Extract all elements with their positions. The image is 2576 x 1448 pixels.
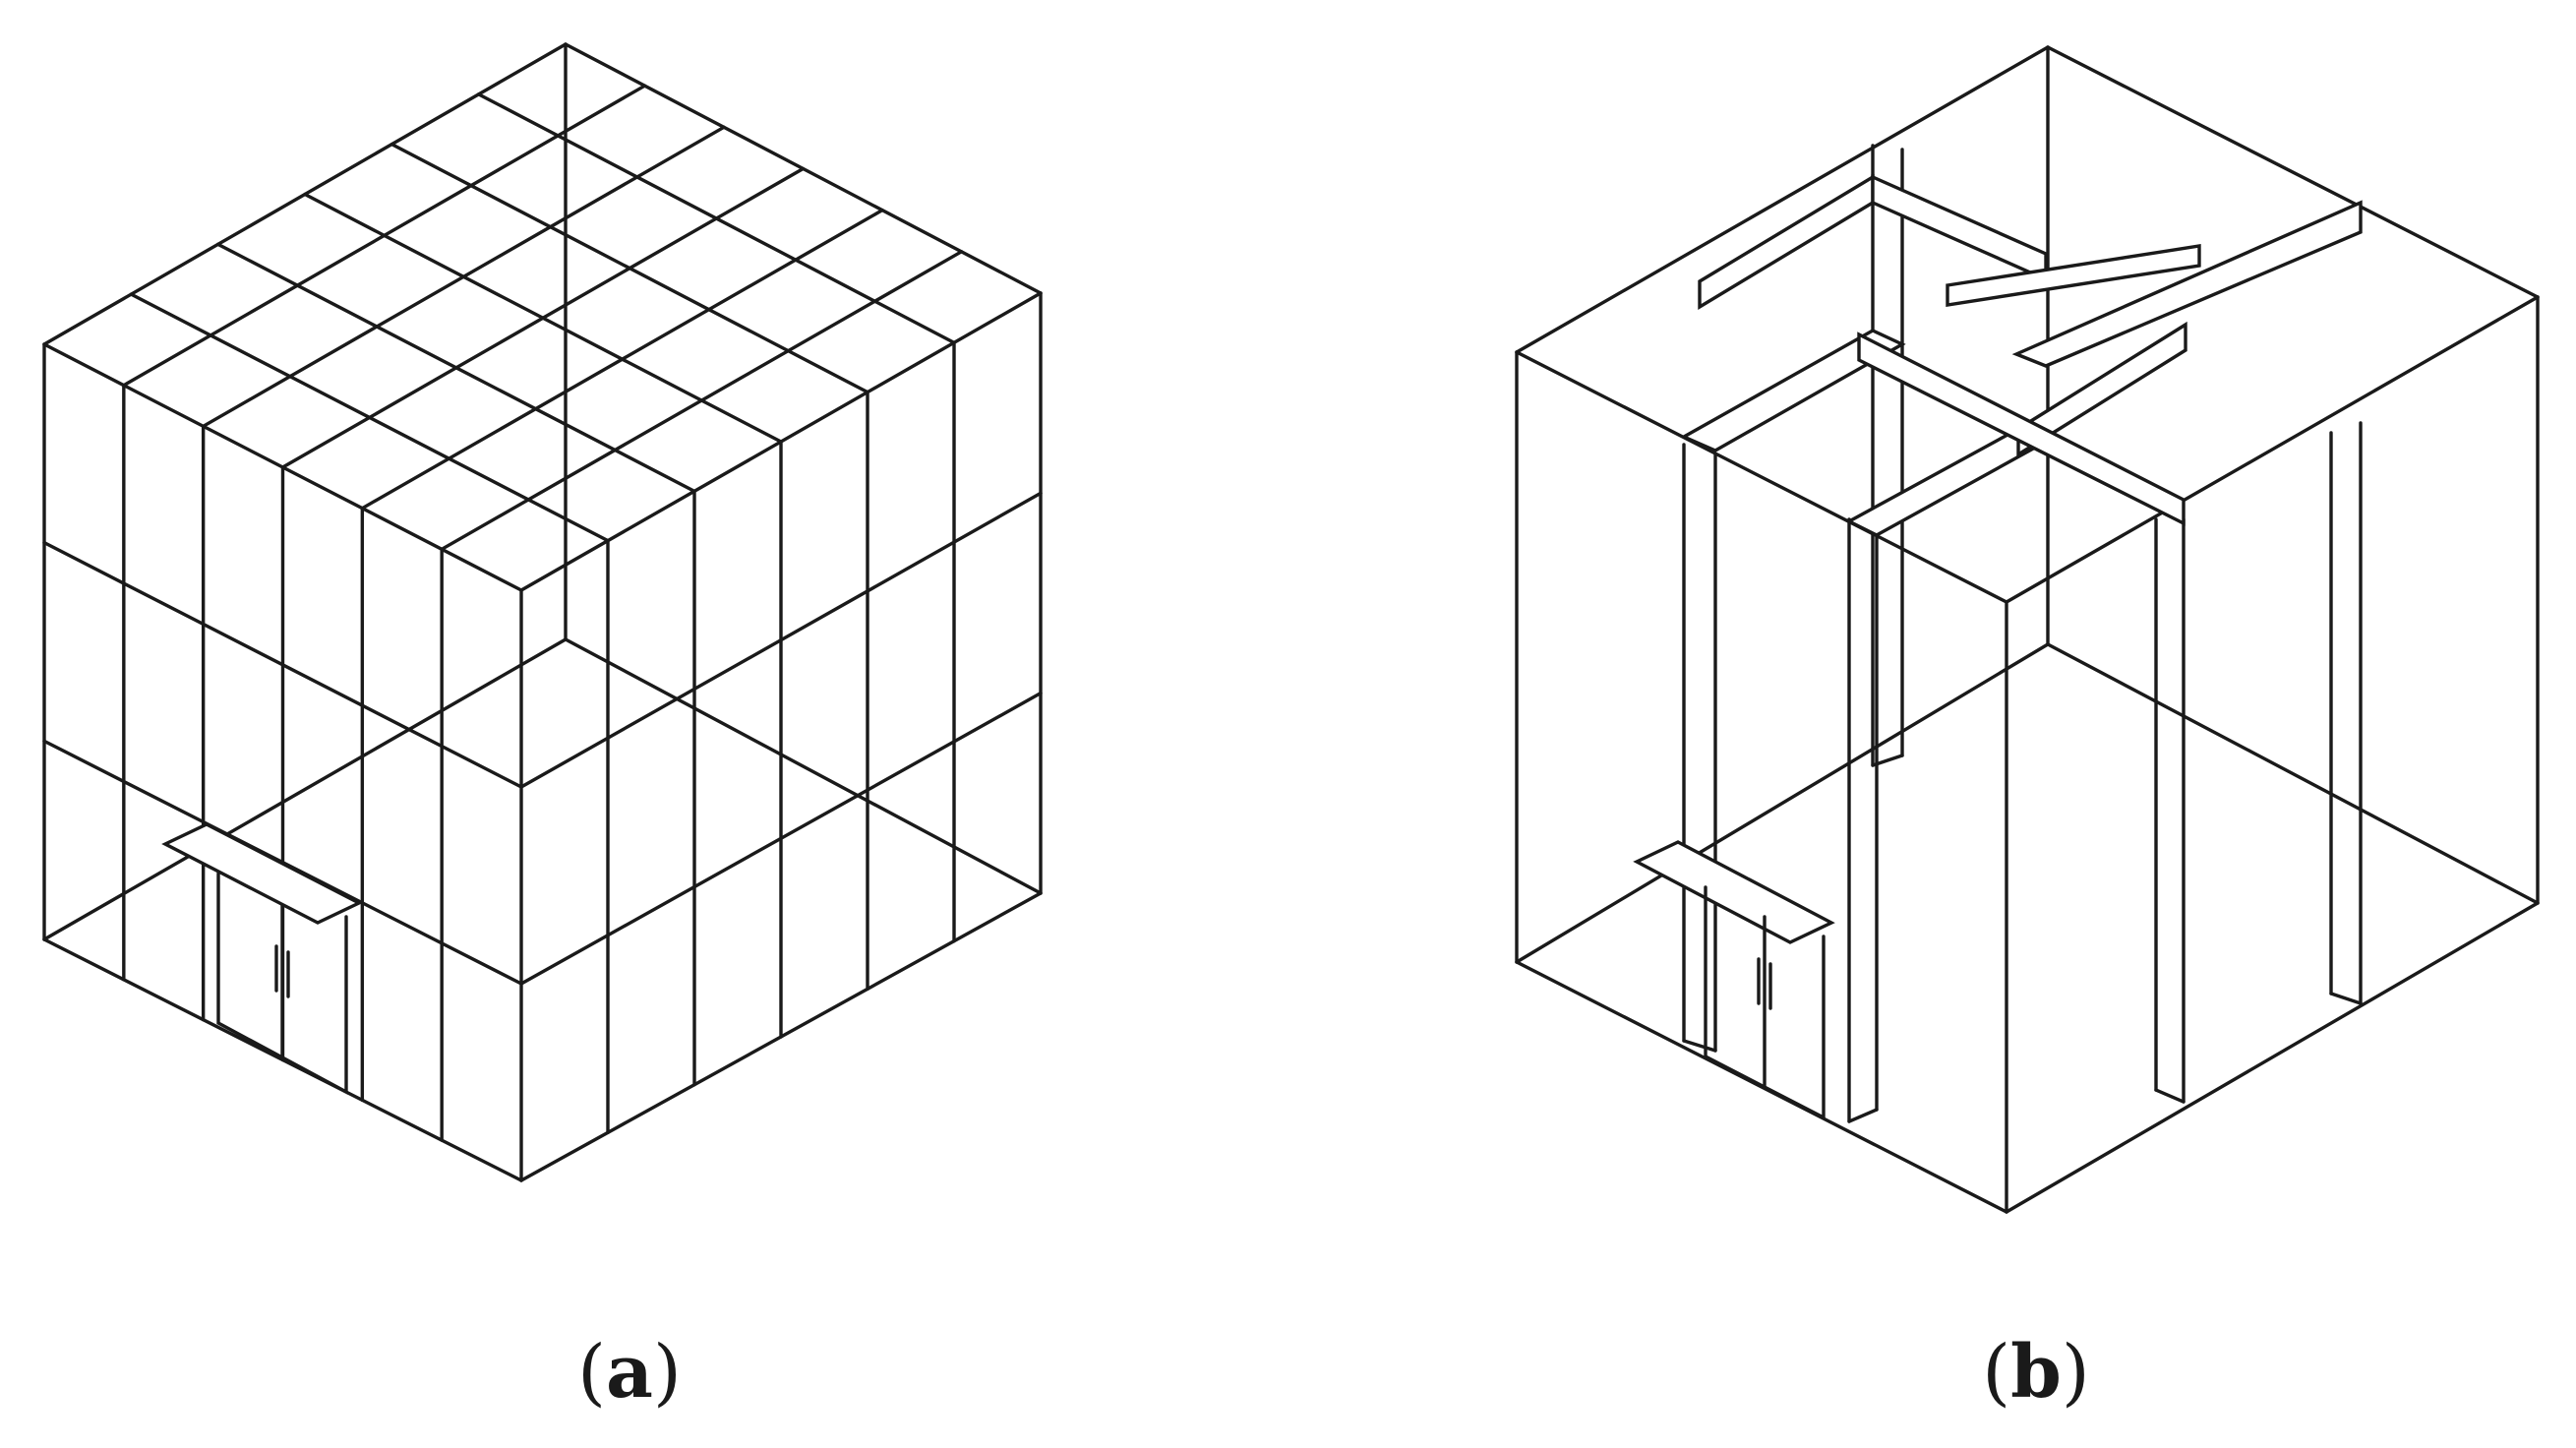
panel-a-roof-grid-line: [440, 250, 964, 552]
panel-a-facade-grid: [42, 84, 1043, 1142]
panel-b-column-front-right: [2154, 517, 2186, 1104]
panel-b-caption: (b): [1982, 1330, 2090, 1415]
panel-b-entrance: [1633, 840, 1835, 1120]
panel-a-caption: (a): [577, 1330, 682, 1415]
panel-b-column-front-left: [1847, 517, 1879, 1123]
panel-a-canopy: [161, 822, 363, 925]
panel-b-canopy: [1633, 840, 1835, 944]
panel-b-beam-front-left: [1845, 427, 2048, 537]
panel-b-beam-left: [1680, 329, 1906, 452]
panel-b-inner-edge: [1515, 642, 2050, 964]
panel-b-beam-back-right: [1871, 174, 2048, 282]
panel-b-box-edge: [1515, 45, 2050, 354]
panel-b-box-edge: [2005, 295, 2540, 604]
panel-a-hidden-edge: [564, 637, 1043, 895]
panel-b-beam-center-cross: [1946, 244, 2201, 307]
panel-b-beam-right: [2011, 200, 2363, 368]
panel-b-box-edge: [1515, 350, 2008, 604]
panel-b-column-left: [1682, 443, 1717, 1053]
panel-b-steel-frame-structure: [1515, 45, 2540, 1214]
panel-b-box-edge: [2005, 901, 2540, 1214]
panel-b-box-outline: [1515, 45, 2540, 1214]
panel-a-entrance: [161, 822, 363, 1095]
panel-b-beams: [1680, 173, 2363, 537]
panel-b-column-right: [2329, 421, 2363, 1005]
panel-a-transom: [42, 540, 523, 789]
panel-b-inner-edge: [2046, 642, 2540, 905]
panel-b-caption-letter: b: [2010, 1330, 2062, 1415]
panel-a-transom: [519, 691, 1043, 986]
panel-b-box-edge: [2046, 45, 2540, 299]
panel-a-curtain-wall-building: [42, 42, 1043, 1182]
panel-a-caption-letter: a: [606, 1330, 653, 1415]
panel-a-box-outline: [42, 42, 1043, 1182]
panel-b-beam-center-diagonal: [1857, 332, 2186, 526]
panel-a-hidden-edge: [42, 637, 568, 941]
panel-a-transom: [519, 491, 1043, 789]
panel-b-beam-front-right: [2016, 321, 2187, 458]
